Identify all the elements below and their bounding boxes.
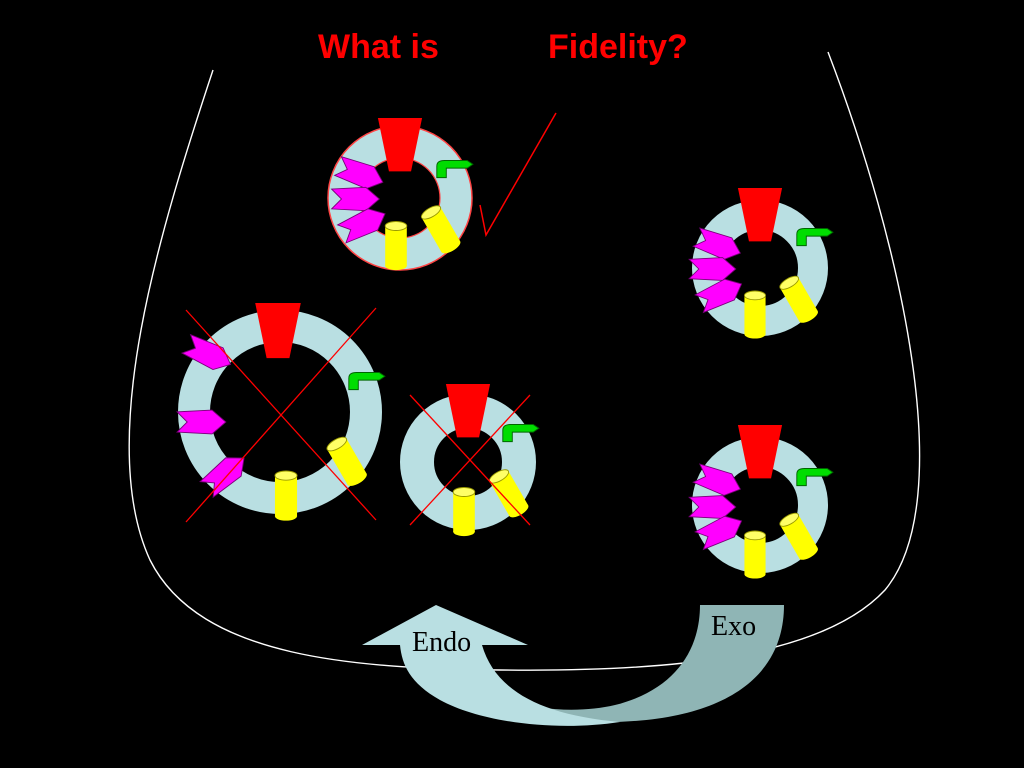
- red-segment-icon: [377, 118, 423, 172]
- ring-top-correct: [327, 118, 474, 271]
- endo-label: Endo: [412, 627, 471, 658]
- yellow-cylinder-icon: [452, 487, 476, 537]
- exo-arrow: [508, 605, 784, 723]
- ring-small-crossed: [400, 384, 540, 537]
- yellow-cylinder-icon: [274, 470, 298, 522]
- cross-mark-icon: [409, 394, 531, 526]
- check-mark-icon: [479, 112, 557, 238]
- ring-right-upper: [688, 188, 834, 339]
- cross-mark-icon: [185, 307, 377, 523]
- yellow-cylinder-icon: [744, 530, 766, 579]
- red-segment-icon: [737, 425, 783, 479]
- bowl-outline: [128, 51, 921, 671]
- title-what-is: What is: [318, 28, 439, 66]
- yellow-cylinder-icon: [384, 221, 408, 271]
- yellow-cylinder-icon: [744, 290, 766, 339]
- red-segment-icon: [255, 303, 301, 359]
- red-segment-icon: [737, 188, 783, 242]
- title-fidelity: Fidelity?: [548, 28, 688, 66]
- exo-label: Exo: [711, 611, 756, 642]
- ring-right-lower: [688, 425, 834, 579]
- endo-arrow: [362, 605, 620, 726]
- ring-large-crossed: [176, 303, 386, 522]
